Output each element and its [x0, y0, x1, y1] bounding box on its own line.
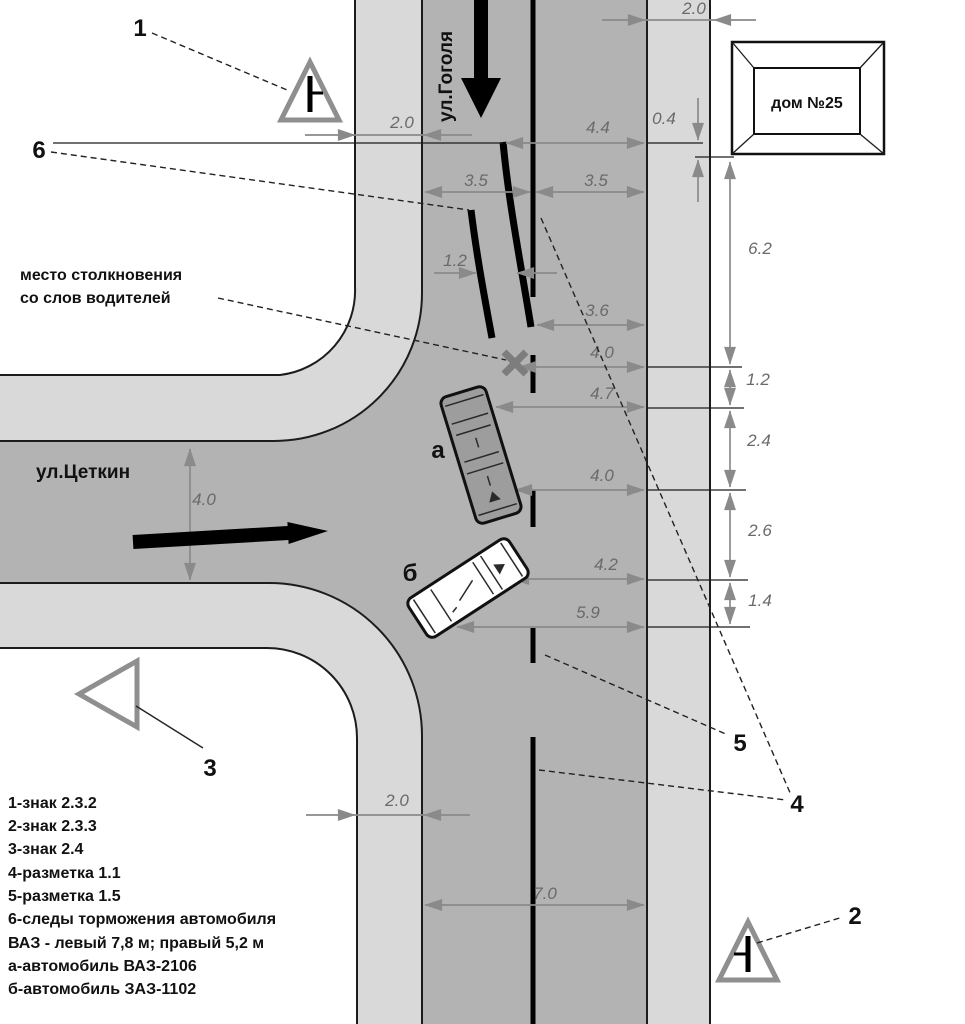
dim-house-offset: 0.4	[652, 98, 704, 202]
street-name-horizontal: ул.Цеткин	[36, 462, 130, 483]
dim-car-b-front: 4.2	[511, 555, 645, 585]
svg-text:4.0: 4.0	[192, 490, 216, 509]
building-house-25: дом №25	[730, 40, 886, 156]
svg-text:2.0: 2.0	[681, 0, 706, 18]
callout-car-a: а	[431, 437, 445, 464]
svg-text:2.0: 2.0	[384, 791, 409, 810]
legend-item: а-автомобиль ВАЗ-2106	[8, 958, 197, 975]
leader-sign3	[135, 705, 204, 749]
svg-text:1.4: 1.4	[748, 591, 772, 610]
car-b-logo	[493, 564, 505, 575]
svg-text:4.4: 4.4	[586, 118, 610, 137]
legend-item: 4-разметка 1.1	[8, 865, 121, 882]
svg-text:3.5: 3.5	[584, 171, 608, 190]
curb-outer-bottom-left	[0, 647, 358, 1024]
dim-lane-left: 3.5	[424, 171, 531, 198]
leader-sign2	[756, 916, 844, 944]
curb-inner-bottom-left	[0, 582, 423, 1024]
street-name-vertical: ул.Гоголя	[436, 31, 457, 122]
dim-skid-to-edge: 4.4	[505, 118, 645, 149]
dim-car-a-rear: 4.0	[514, 466, 645, 496]
leader-dashed-line-5	[544, 654, 729, 736]
svg-text:4.7: 4.7	[590, 384, 614, 403]
callout-2: 2	[848, 903, 861, 930]
callout-car-b: б	[403, 560, 418, 587]
roadway-area	[0, 0, 647, 1024]
dim-road-width: 7.0	[424, 884, 645, 911]
leader-sign1	[151, 32, 288, 91]
svg-text:2.6: 2.6	[747, 521, 772, 540]
curb-outer-top-left	[0, 0, 357, 376]
callout-6: 6	[32, 137, 45, 164]
car-a-logo	[489, 491, 501, 503]
callout-1: 1	[133, 15, 146, 42]
sign-2-2-3-3	[714, 916, 782, 983]
svg-text:6.2: 6.2	[748, 239, 772, 258]
legend-item: 1-знак 2.3.2	[8, 795, 97, 812]
callout-5: 5	[733, 730, 746, 757]
svg-text:7.0: 7.0	[533, 884, 557, 903]
leader-solid-line-4a	[540, 217, 792, 796]
svg-text:1.2: 1.2	[443, 251, 467, 270]
gogol-direction-arrow	[461, 0, 501, 118]
dim-skid-end-to-edge: 3.6	[536, 301, 645, 331]
leader-solid-line-4b	[538, 769, 787, 801]
legend-item: 3-знак 2.4	[8, 841, 84, 858]
dim-chain-right: 6.2 1.2 2.4 2.6 1.4	[724, 161, 772, 625]
svg-text:1.2: 1.2	[746, 370, 770, 389]
skid-mark-right	[499, 141, 535, 328]
legend-item: 5-разметка 1.5	[8, 888, 121, 905]
car-a	[439, 385, 523, 525]
sign-1-2-3-2	[276, 56, 344, 123]
legend-item: ВАЗ - левый 7,8 м; правый 5,2 м	[8, 935, 264, 952]
dim-sidewalk-right-top: 2.0	[602, 0, 756, 26]
dim-car-a-front: 4.7	[495, 384, 645, 413]
tsetkin-direction-arrow	[132, 522, 328, 549]
dim-skid-gap: 1.2	[434, 251, 557, 279]
callout-4: 4	[790, 791, 804, 818]
legend-item: 6-следы торможения автомобиля	[8, 911, 276, 928]
svg-text:3.5: 3.5	[464, 171, 488, 190]
dim-sidewalk-left-top: 2.0	[305, 113, 472, 141]
skid-mark-left	[467, 209, 496, 339]
svg-text:2.0: 2.0	[389, 113, 414, 132]
dim-tsetkin-width: 4.0	[184, 448, 216, 581]
dim-sidewalk-left-bottom: 2.0	[306, 791, 470, 821]
legend-item: 2-знак 2.3.3	[8, 818, 97, 835]
dim-lane-right: 3.5	[535, 171, 645, 198]
legend-item: б-автомобиль ЗАЗ-1102	[8, 981, 196, 998]
svg-text:5.9: 5.9	[576, 603, 600, 622]
svg-text:4.2: 4.2	[594, 555, 618, 574]
dim-car-b-rear: 5.9	[456, 603, 645, 633]
legend: 1-знак 2.3.2 2-знак 2.3.3 3-знак 2.4 4-р…	[8, 795, 276, 998]
curb-inner-top-left	[0, 0, 423, 442]
svg-text:0.4: 0.4	[652, 109, 676, 128]
dim-x-to-edge: 4.0	[518, 343, 645, 373]
collision-note-line2: со слов водителей	[20, 290, 171, 307]
collision-note-line1: место столкновения	[20, 267, 182, 284]
callout-3: 3	[203, 755, 216, 782]
svg-text:3.6: 3.6	[585, 301, 609, 320]
leader-skid-left	[50, 151, 470, 211]
svg-text:4.0: 4.0	[590, 343, 614, 362]
collision-x-mark	[501, 349, 529, 377]
leader-collision	[217, 297, 507, 361]
svg-text:2.4: 2.4	[746, 431, 771, 450]
building-label: дом №25	[771, 95, 843, 112]
car-b	[406, 537, 530, 639]
sign-3-2-4-yield	[73, 656, 140, 732]
svg-text:4.0: 4.0	[590, 466, 614, 485]
